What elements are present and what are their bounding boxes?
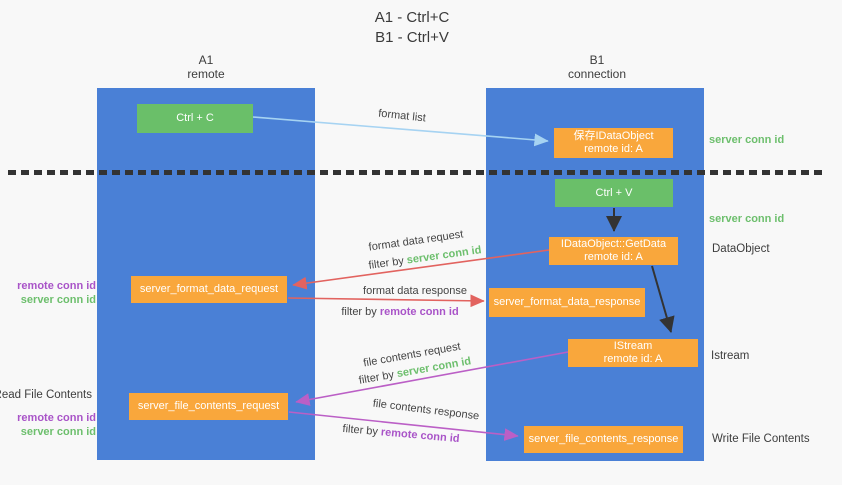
node-save-idataobject-line2: remote id: A — [584, 143, 643, 155]
remote-conn-id-text: remote conn id — [17, 280, 96, 292]
node-istream: IStream remote id: A — [568, 339, 698, 367]
format-list-arrow — [252, 116, 549, 147]
label-write-file-contents: Write File Contents — [712, 433, 810, 445]
node-istream-line1: IStream — [613, 340, 653, 352]
title-line-2: B1 - Ctrl+V — [375, 29, 449, 46]
node-server-format-data-request: server_format_data_request — [131, 276, 287, 303]
label-server-conn-id-right-2: server conn id — [709, 213, 785, 225]
file-contents-request-arrow — [295, 351, 569, 406]
remote-conn-id-text: remote conn id — [379, 306, 459, 318]
node-format-response-label: server_format_data_response — [493, 296, 641, 308]
node-file-response-label: server_file_contents_response — [528, 433, 679, 445]
node-getdata-line1: IDataObject::GetData — [560, 238, 667, 250]
getdata-to-istream-arrow — [651, 265, 675, 333]
node-istream-line2: remote id: A — [603, 353, 663, 365]
lane-a1-subtitle: remote — [187, 67, 225, 81]
remote-conn-id-text: remote conn id — [17, 412, 96, 424]
server-conn-id-text: server conn id — [20, 426, 96, 438]
server-conn-id-text: server conn id — [20, 294, 96, 306]
node-ctrl-c-label: Ctrl + C — [176, 112, 214, 124]
separator-dashed-line — [8, 170, 826, 175]
page-title: A1 - Ctrl+C B1 - Ctrl+V — [262, 8, 562, 48]
title-line-1: A1 - Ctrl+C — [374, 9, 450, 26]
format-data-request-arrow — [292, 249, 550, 290]
label-istream: Istream — [711, 350, 750, 362]
lane-b1-name: B1 — [589, 53, 605, 67]
node-ctrl-c: Ctrl + C — [137, 104, 253, 133]
label-format-data-response: format data response — [363, 285, 467, 297]
node-format-request-label: server_format_data_request — [139, 283, 279, 295]
node-getdata-line2: remote id: A — [584, 251, 643, 263]
node-idataobject-getdata: IDataObject::GetData remote id: A — [549, 237, 678, 265]
node-save-idataobject: 保存IDataObject remote id: A — [554, 128, 673, 158]
node-server-format-data-response: server_format_data_response — [489, 288, 645, 317]
label-filter-by-remote-conn-1: filter by remote conn id — [341, 306, 458, 318]
format-data-response-arrow — [287, 294, 485, 308]
lane-header-a1: A1 remote — [146, 53, 266, 81]
lane-b1-subtitle: connection — [567, 67, 627, 81]
node-ctrl-v: Ctrl + V — [555, 179, 673, 207]
filter-by-text: filter by — [341, 306, 377, 318]
node-server-file-contents-request: server_file_contents_request — [129, 393, 288, 420]
lane-a1-name: A1 — [198, 53, 214, 67]
lane-header-b1: B1 connection — [537, 53, 657, 81]
node-server-file-contents-response: server_file_contents_response — [524, 426, 683, 453]
node-file-request-label: server_file_contents_request — [137, 400, 280, 412]
label-server-conn-id-right-1: server conn id — [709, 134, 785, 146]
label-conn-ids-left-bottom: remote conn id server conn id — [17, 411, 96, 439]
node-ctrl-v-label: Ctrl + V — [595, 186, 633, 199]
label-read-file-contents: Read File Contents — [0, 389, 92, 401]
node-save-idataobject-line1: 保存IDataObject — [573, 130, 654, 142]
label-conn-ids-left-top: remote conn id server conn id — [17, 279, 96, 307]
label-dataobject: DataObject — [712, 243, 770, 255]
file-contents-response-arrow — [288, 411, 519, 441]
